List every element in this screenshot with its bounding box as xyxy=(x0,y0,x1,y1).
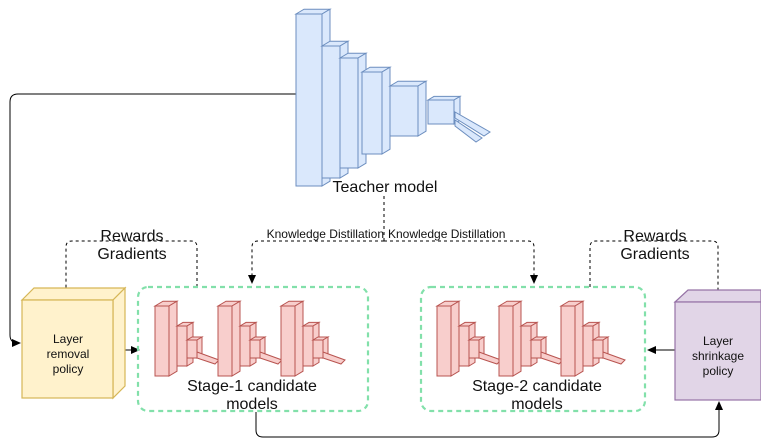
stage1-caption-line2: models xyxy=(226,396,278,413)
candidate-output xyxy=(540,351,564,365)
candidate-output xyxy=(322,351,346,365)
candidate-model-1 xyxy=(153,300,220,377)
teacher-model-label: Teacher model xyxy=(332,179,438,196)
stage1-candidate-models xyxy=(153,300,346,377)
candidate-layer-1 xyxy=(559,300,585,377)
stage2-caption-line1: Stage-2 candidate xyxy=(472,378,602,395)
candidate-model-2 xyxy=(216,300,283,377)
candidate-model-3 xyxy=(279,300,346,377)
candidate-layer-1 xyxy=(435,300,461,377)
distillation-to-stage1-arrow xyxy=(248,240,384,284)
candidate-output xyxy=(602,351,626,365)
teacher-layer-5 xyxy=(388,80,428,137)
stage1-feedback-arrow xyxy=(62,240,198,298)
removal-policy-line1: Layer xyxy=(52,332,84,346)
stage1-rewards-label: Rewards xyxy=(100,228,164,245)
candidate-layer-1 xyxy=(279,300,305,377)
candidate-layer-1 xyxy=(216,300,242,377)
candidate-output xyxy=(259,351,283,365)
candidate-output xyxy=(196,351,220,365)
stage1-group-box xyxy=(136,285,370,413)
connectors xyxy=(9,93,723,438)
layer-removal-policy-cube xyxy=(20,286,127,400)
teacher-output-1 xyxy=(454,111,491,137)
distillation-right-label: Knowledge Distillation xyxy=(388,227,506,241)
stage1-to-shrinkage-arrow xyxy=(255,401,723,438)
candidate-layer-3 xyxy=(529,336,548,359)
shrinkage-policy-line2: shrinkage xyxy=(691,349,745,363)
layer-shrinkage-policy-cube xyxy=(673,289,761,401)
stage1-caption-line1: Stage-1 candidate xyxy=(187,378,317,395)
candidate-layer-1 xyxy=(153,300,179,377)
stage2-gradients-label: Gradients xyxy=(620,246,690,263)
candidate-output xyxy=(478,351,502,365)
stage2-rewards-label: Rewards xyxy=(623,228,687,245)
distillation-to-stage2-arrow xyxy=(384,240,538,284)
candidate-model-3 xyxy=(559,300,626,377)
candidate-model-1 xyxy=(435,300,502,377)
stage2-feedback-arrow xyxy=(589,240,722,300)
teacher-model-icon xyxy=(294,8,491,187)
stage2-candidate-models xyxy=(435,300,626,377)
distillation-left-label: Knowledge Distillation xyxy=(266,227,384,241)
teacher-output-2 xyxy=(454,119,483,143)
removal-policy-line3: policy xyxy=(52,362,84,376)
shrinkage-policy-line1: Layer xyxy=(702,334,734,348)
stage1-gradients-label: Gradients xyxy=(97,246,167,263)
candidate-model-2 xyxy=(497,300,564,377)
stage2-group-box xyxy=(419,285,647,413)
teacher-to-removal-arrow xyxy=(9,93,296,347)
candidate-layer-1 xyxy=(497,300,523,377)
stage2-caption-line2: models xyxy=(511,396,563,413)
shrinkage-policy-line3: policy xyxy=(702,364,734,378)
removal-policy-line2: removal xyxy=(46,347,90,361)
teacher-layer-4 xyxy=(360,66,392,155)
